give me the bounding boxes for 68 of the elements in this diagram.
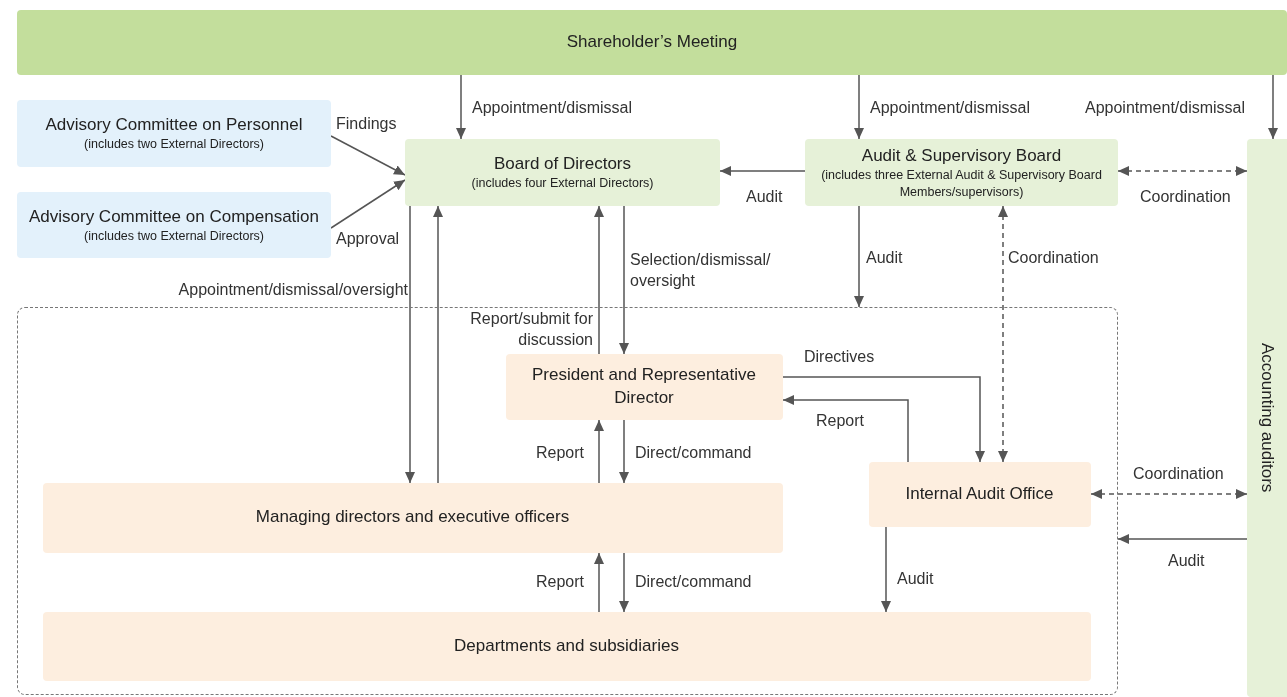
org-box: [17, 100, 331, 167]
arrow: [782, 395, 909, 463]
arrow: [433, 205, 443, 484]
arrow: [782, 376, 985, 463]
dashed-arrow: [1090, 489, 1248, 499]
edge-label: Direct/command: [635, 443, 752, 463]
edge-label: Coordination: [1133, 464, 1224, 484]
box-note: (includes two External Directors): [83, 227, 265, 245]
org-box: [17, 10, 1287, 75]
arrow: [594, 205, 604, 355]
arrow: [619, 552, 629, 613]
box-note: (includes three External Audit & Supervisory Board Members/supervisors): [820, 167, 1103, 200]
dashed-arrow: [1117, 166, 1248, 176]
edge-label: Appointment/dismissal/oversight: [177, 280, 408, 300]
org-box: [17, 192, 331, 258]
dashed-frame: [17, 307, 1118, 695]
org-box: [42, 611, 1091, 681]
edge-label: Appointment/dismissal: [1085, 98, 1246, 118]
arrow: [330, 135, 406, 176]
box-title: Board of Directors: [493, 153, 632, 176]
arrow: [854, 205, 864, 308]
arrow: [405, 205, 415, 484]
edge-label: Report: [536, 572, 585, 592]
edge-label: Selection/dismissal/ oversight: [630, 250, 772, 291]
arrow: [1268, 74, 1278, 140]
box-title: Departments and subsidiaries: [453, 634, 680, 657]
edge-label: Coordination: [1008, 248, 1099, 268]
box-title: Managing directors and executive officers: [254, 506, 571, 529]
dashed-arrow: [998, 205, 1008, 463]
org-box: [1247, 139, 1287, 697]
box-title: Shareholder’s Meeting: [565, 31, 739, 54]
box-title: President and Representative Director: [531, 364, 757, 409]
box-title: Accounting auditors: [1257, 343, 1279, 493]
box-title: Advisory Committee on Compensation: [27, 205, 321, 228]
arrow: [456, 74, 466, 140]
box-note: (includes four External Directors): [470, 175, 655, 192]
org-box: [805, 139, 1118, 206]
arrow: [881, 526, 891, 613]
edge-label: Direct/command: [635, 572, 752, 592]
box-title: Internal Audit Office: [904, 482, 1055, 505]
edge-label: Directives: [804, 347, 875, 367]
edge-label: Approval: [336, 229, 400, 249]
edge-label: Report/submit for discussion: [469, 309, 593, 350]
edge-label: Appointment/dismissal: [870, 98, 1031, 118]
edge-label: Coordination: [1140, 187, 1231, 207]
edge-label: Appointment/dismissal: [472, 98, 633, 118]
edge-label: Findings: [336, 114, 397, 134]
edge-label: Report: [816, 411, 865, 431]
arrow: [719, 166, 806, 176]
org-box: [505, 353, 783, 420]
edge-label: Audit: [1168, 551, 1205, 571]
edge-label: Audit: [897, 569, 934, 589]
box-note: (includes two External Directors): [83, 136, 265, 153]
arrow: [619, 419, 629, 484]
arrow: [1117, 534, 1248, 544]
org-box: [868, 461, 1091, 527]
arrow: [854, 74, 864, 140]
box-title: Audit & Supervisory Board: [860, 145, 1063, 168]
arrow: [594, 419, 604, 484]
edge-label: Report: [536, 443, 585, 463]
arrow: [594, 552, 604, 613]
org-box: [405, 139, 720, 206]
box-title: Advisory Committee on Personnel: [44, 114, 304, 137]
edge-label: Audit: [866, 248, 903, 268]
arrow: [619, 205, 629, 355]
org-box: [42, 482, 783, 553]
arrow: [330, 179, 406, 229]
edge-label: Audit: [746, 187, 783, 207]
